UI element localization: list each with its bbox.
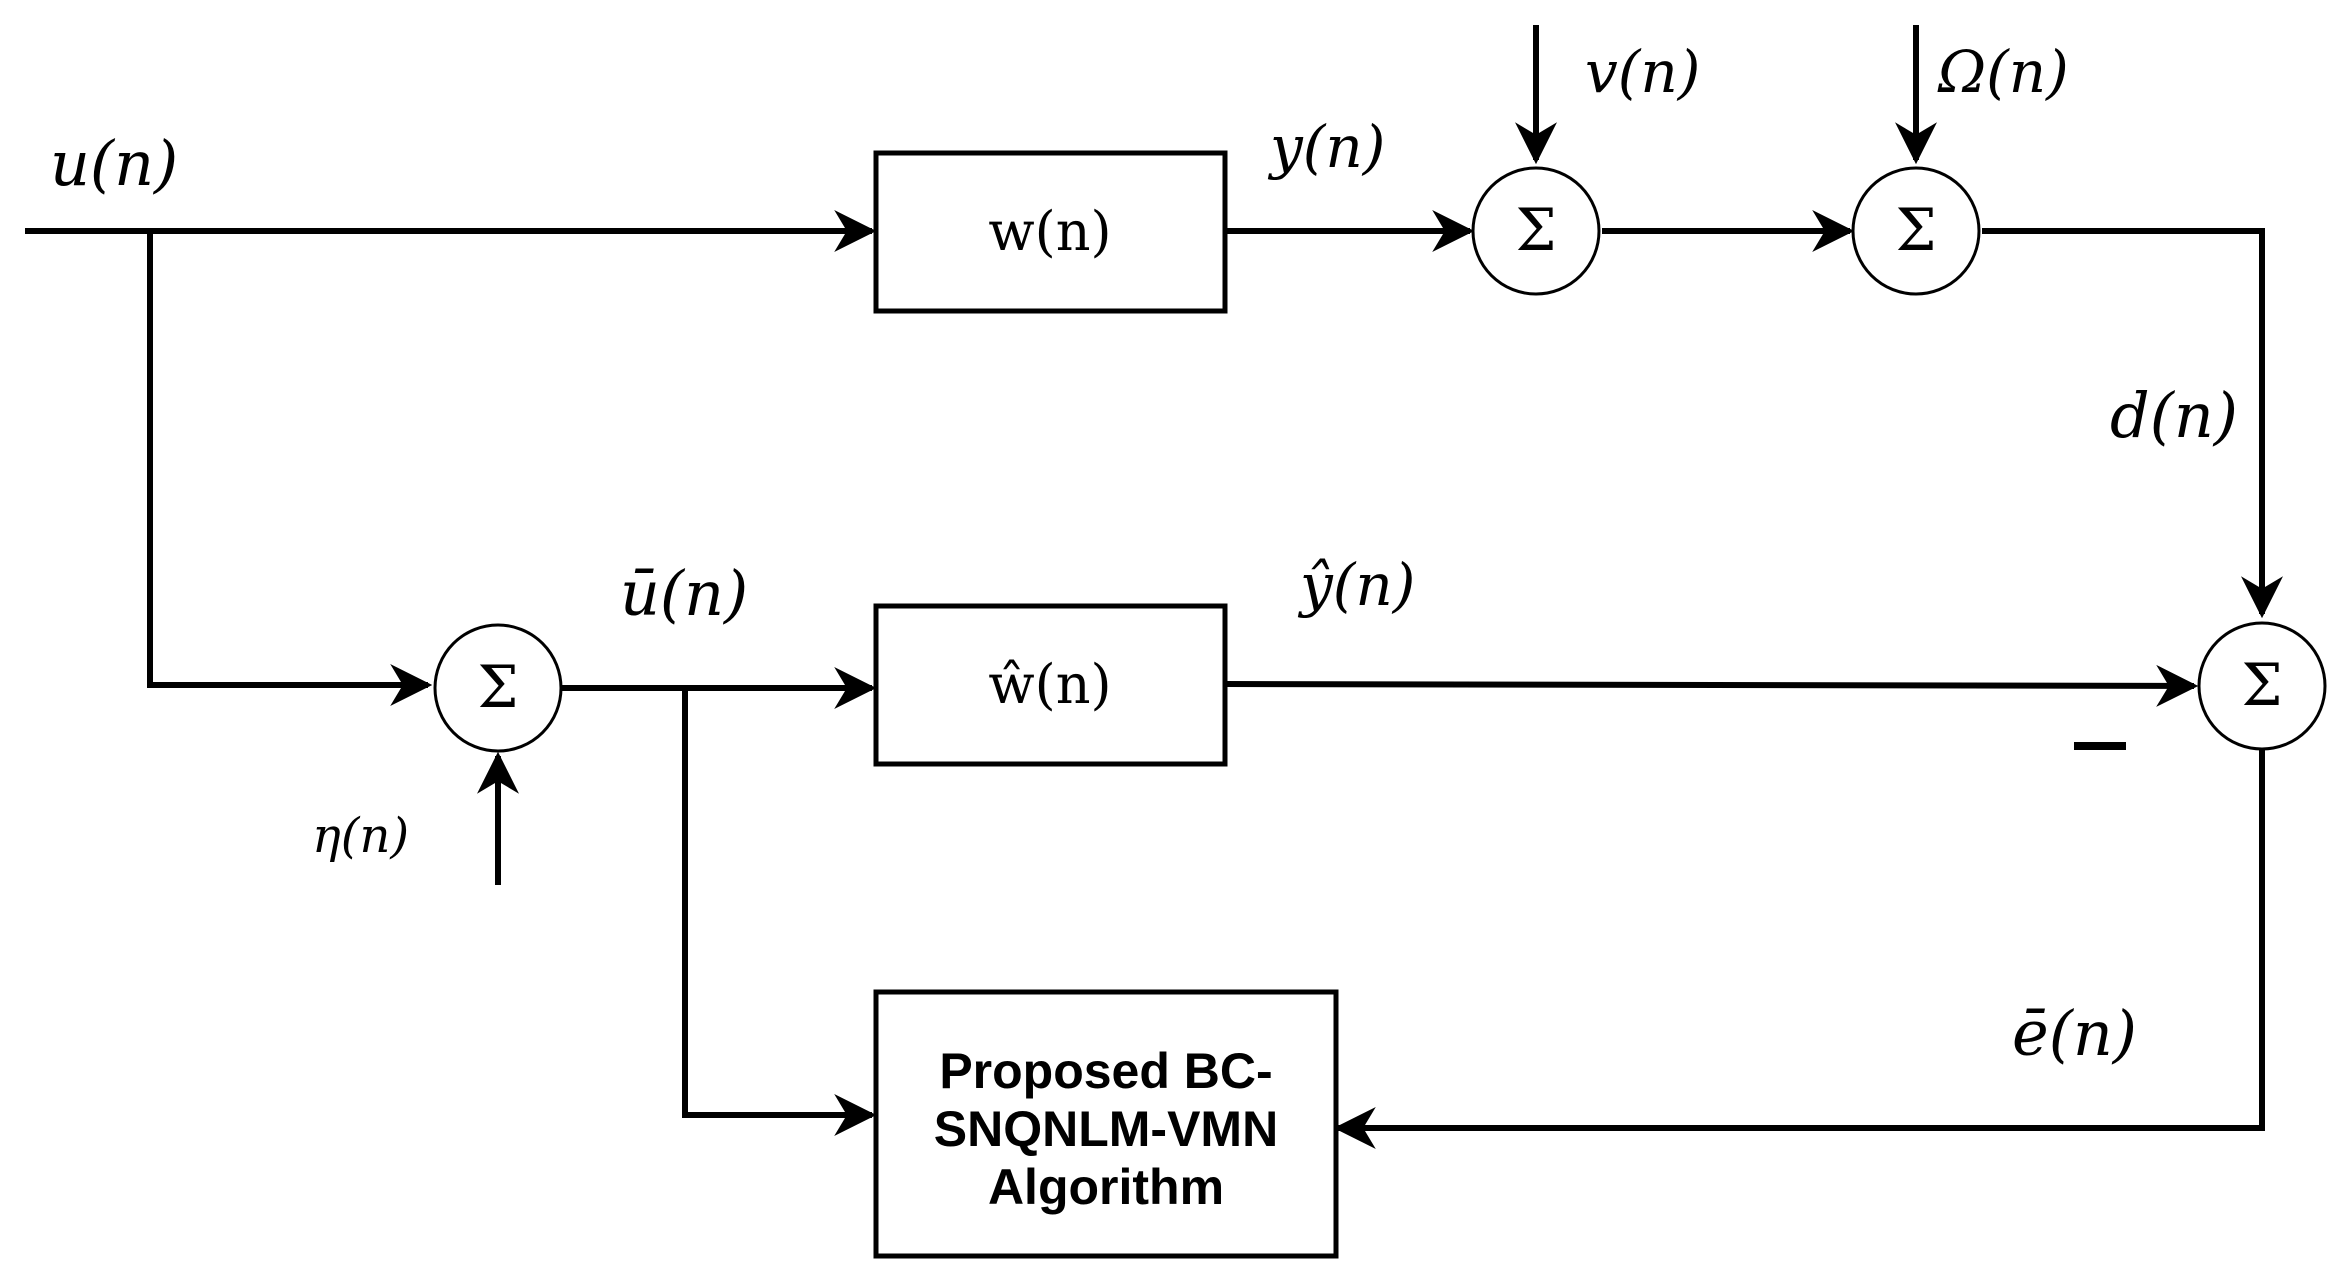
noisy-input-to-algorithm-line — [682, 688, 877, 1136]
sum-symbol-error: Σ — [2241, 651, 2282, 719]
adaptive-filter-block — [873, 603, 1228, 767]
algorithm-label-line2: SNQNLM-VMN — [934, 1101, 1278, 1157]
minus-sign — [2074, 742, 2126, 750]
sum-junction-v-noise — [1471, 166, 1601, 296]
sum-symbol-omega-noise: Σ — [1895, 196, 1936, 264]
desired-signal-line — [1982, 228, 2283, 619]
sum-symbol-input-noise: Σ — [477, 653, 518, 721]
algorithm-label-line3: Algorithm — [988, 1159, 1224, 1215]
input-signal-label: u(n) — [50, 127, 178, 200]
impulsive-noise-label: Ω(n) — [1937, 38, 2069, 106]
input-noise-label: η(n) — [312, 808, 409, 864]
error-signal-label: ē(n) — [2012, 997, 2137, 1070]
sum-junction-omega-noise — [1851, 166, 1981, 296]
sum-junction-input-noise — [433, 623, 563, 753]
filter-to-sum3-arrow — [1224, 664, 2199, 707]
input-branch-line — [147, 231, 433, 706]
plant-label: w(n) — [988, 200, 1111, 263]
algorithm-label-line1: Proposed BC- — [939, 1043, 1272, 1099]
plant-output-label: y(n) — [1267, 113, 1385, 181]
filter-label: ŵ(n) — [988, 653, 1111, 716]
measurement-noise-label: v(n) — [1585, 38, 1700, 106]
estimated-output-label: ŷ(n) — [1297, 551, 1415, 619]
desired-signal-label: d(n) — [2110, 379, 2238, 452]
algorithm-block — [873, 989, 1339, 1259]
error-feedback-line — [1333, 750, 2265, 1149]
sum-symbol-v-noise: Σ — [1515, 196, 1556, 264]
sum-junction-error — [2197, 621, 2327, 751]
noisy-input-label: ū(n) — [620, 557, 748, 630]
plant-block — [873, 150, 1228, 314]
